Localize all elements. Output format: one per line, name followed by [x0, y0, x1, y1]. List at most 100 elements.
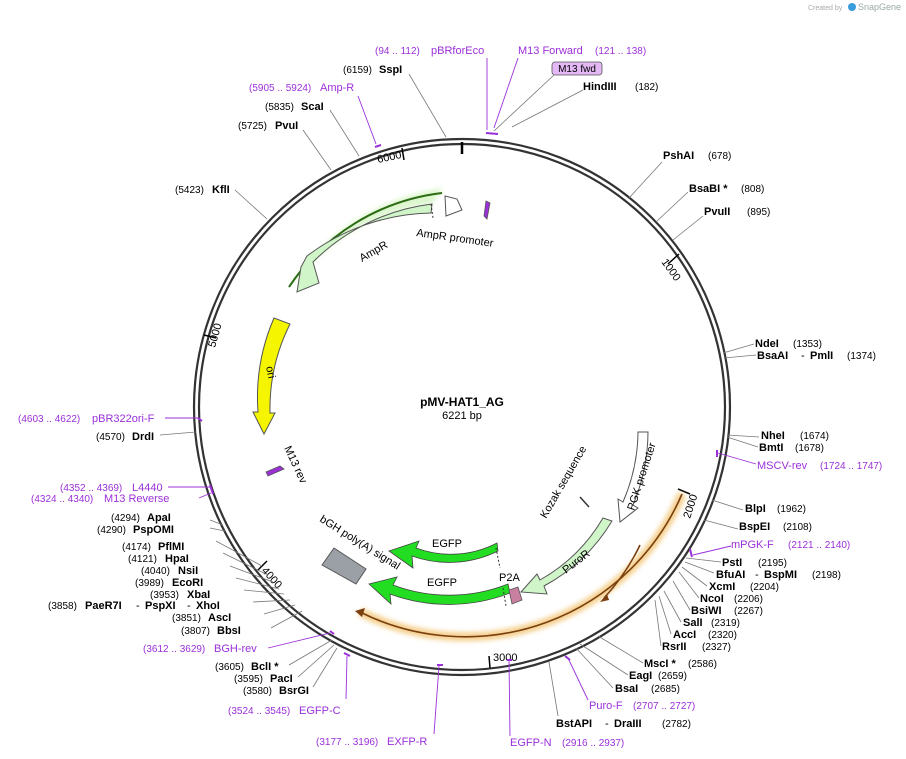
svg-text:(2267): (2267) — [734, 606, 763, 617]
site-xcmi: XcmI (2204) — [681, 566, 779, 593]
svg-text:BmtI: BmtI — [759, 442, 783, 454]
watermark-created-by: Created by — [808, 5, 843, 12]
feature-m13-rev — [265, 465, 285, 477]
plasmid-length: 6221 bp — [442, 410, 482, 422]
svg-text:(2916 .. 2937): (2916 .. 2937) — [562, 738, 624, 749]
svg-text:(2586): (2586) — [688, 659, 717, 670]
svg-text:-: - — [801, 350, 805, 362]
site-drdi: (4570) DrdI — [96, 431, 197, 443]
feature-ampr-promoter-label: AmpR promoter — [416, 227, 495, 250]
svg-text:(2206): (2206) — [734, 594, 763, 605]
svg-text:BstAPI: BstAPI — [556, 718, 592, 730]
svg-text:(2327): (2327) — [702, 642, 731, 653]
plasmid-name: pMV-HAT1_AG — [420, 395, 504, 409]
svg-text:(3851): (3851) — [172, 613, 201, 624]
svg-text:(4040): (4040) — [141, 566, 170, 577]
primer-m13-forward: M13 Forward (121 .. 138) — [493, 45, 646, 129]
svg-text:(3605): (3605) — [215, 662, 244, 673]
svg-text:PvuII: PvuII — [704, 206, 730, 218]
primer-bgh-rev: (3612 .. 3629) BGH-rev — [143, 632, 331, 655]
svg-text:EGFP-C: EGFP-C — [299, 705, 341, 717]
site-sali: SalI (2319) — [663, 590, 740, 629]
svg-text:EGFP-N: EGFP-N — [510, 737, 552, 749]
site-pspomi: (4290) PspOMI — [97, 524, 226, 536]
feature-orf-arc — [355, 492, 687, 642]
svg-text:(3858): (3858) — [48, 601, 77, 612]
svg-text:(808): (808) — [741, 184, 764, 195]
primer-m13-reverse: (4324 .. 4340) M13 Reverse — [31, 492, 212, 505]
svg-text:-: - — [755, 569, 759, 581]
feature-pgk-promoter — [617, 431, 649, 523]
svg-text:(1724 .. 1747): (1724 .. 1747) — [820, 461, 882, 472]
primer-egfp-c: (3524 .. 3545) EGFP-C — [228, 655, 348, 717]
svg-text:-: - — [605, 718, 609, 730]
feature-egfp-1-label: EGFP — [432, 538, 462, 550]
svg-text:PflMI: PflMI — [158, 541, 184, 553]
svg-text:(2195): (2195) — [758, 558, 787, 569]
svg-text:BspMI: BspMI — [764, 569, 797, 581]
site-bmti: BmtI (1678) — [726, 436, 824, 454]
svg-text:(2204): (2204) — [750, 582, 779, 593]
feature-p2a-label: P2A — [499, 572, 520, 584]
svg-text:(4174): (4174) — [122, 542, 151, 553]
svg-text:MSCV-rev: MSCV-rev — [757, 460, 808, 472]
svg-text:RsrII: RsrII — [662, 641, 686, 653]
svg-text:PacI: PacI — [270, 673, 293, 685]
primer-l4440: (4352 .. 4369) L4440 — [60, 482, 210, 494]
site-pflmi: (4174) PflMI — [122, 540, 263, 567]
svg-text:EcoRI: EcoRI — [172, 577, 203, 589]
svg-text:(1353): (1353) — [793, 339, 822, 350]
svg-text:(895): (895) — [747, 207, 770, 218]
feature-egfp-2 — [368, 576, 511, 607]
svg-text:L4440: L4440 — [132, 482, 163, 494]
feature-kozak-marker — [579, 496, 590, 508]
site-nhei: NheI (1674) — [726, 430, 829, 442]
svg-text:(1678): (1678) — [795, 443, 824, 454]
svg-text:(182): (182) — [635, 82, 658, 93]
svg-text:BlpI: BlpI — [745, 503, 766, 515]
svg-text:PmlI: PmlI — [810, 350, 833, 362]
feature-m13-fwd-label: M13 fwd — [558, 64, 596, 75]
svg-text:(1374): (1374) — [847, 351, 876, 362]
svg-text:EXFP-R: EXFP-R — [387, 736, 427, 748]
svg-text:(6159): (6159) — [343, 65, 372, 76]
svg-text:Puro-F: Puro-F — [589, 700, 623, 712]
primer-marks — [197, 132, 718, 666]
site-bsaai-pmli: BsaAI - PmlI (1374) — [723, 350, 876, 362]
site-eagi: EagI (2659) — [579, 643, 687, 682]
primer-pbrforeco: (94 .. 112) pBRforEco — [375, 45, 488, 130]
svg-text:(4570): (4570) — [96, 432, 125, 443]
svg-text:(4294): (4294) — [111, 513, 140, 524]
svg-text:mPGK-F: mPGK-F — [731, 539, 774, 551]
site-bstapi-draiii: BstAPI - DraIII (2782) — [548, 661, 691, 730]
svg-text:pBR322ori-F: pBR322ori-F — [92, 413, 155, 425]
primer-pbr322ori-f: (4603 .. 4622) pBR322ori-F — [18, 413, 198, 425]
svg-text:EagI: EagI — [629, 670, 652, 682]
svg-text:(2320): (2320) — [708, 630, 737, 641]
svg-text:(3177 .. 3196): (3177 .. 3196) — [316, 737, 378, 748]
primer-mpgk-f: mPGK-F (2121 .. 2140) — [692, 539, 850, 556]
svg-text:PspOMI: PspOMI — [133, 524, 174, 536]
svg-text:DrdI: DrdI — [132, 431, 154, 443]
svg-text:KflI: KflI — [212, 184, 230, 196]
svg-text:DraIII: DraIII — [614, 718, 642, 730]
site-sspi: (6159) SspI — [343, 64, 447, 138]
snapgene-watermark: Created by SnapGene — [808, 2, 901, 12]
svg-text:BsrGI: BsrGI — [279, 685, 309, 697]
svg-text:(2782): (2782) — [662, 719, 691, 730]
svg-text:(3807): (3807) — [181, 626, 210, 637]
svg-text:XbaI: XbaI — [187, 589, 210, 601]
feature-bgh-polya — [321, 547, 367, 585]
primer-exfp-r: (3177 .. 3196) EXFP-R — [316, 665, 440, 748]
svg-text:AccI: AccI — [673, 629, 696, 641]
site-bsabi: BsaBI * (808) — [655, 183, 764, 223]
svg-text:NdeI: NdeI — [755, 338, 779, 350]
svg-text:BspEI: BspEI — [739, 521, 770, 533]
svg-text:(5423): (5423) — [175, 185, 204, 196]
svg-text:MscI *: MscI * — [644, 658, 677, 670]
site-bsrgi: (3580) BsrGI — [243, 647, 338, 697]
primer-mscv-rev: MSCV-rev (1724 .. 1747) — [717, 452, 882, 472]
svg-text:SspI: SspI — [379, 64, 402, 76]
svg-text:PspXI: PspXI — [145, 600, 176, 612]
